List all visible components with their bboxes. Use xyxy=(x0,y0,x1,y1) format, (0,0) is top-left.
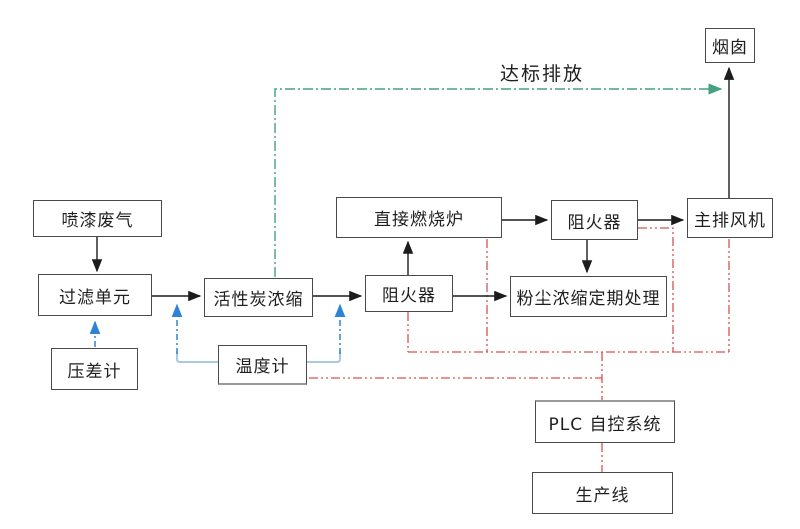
node-thermometer: 温度计 xyxy=(218,345,307,385)
node-pressure-gauge: 压差计 xyxy=(51,348,138,390)
node-paint-exhaust: 喷漆废气 xyxy=(33,200,162,237)
node-combustion-furnace: 直接燃烧炉 xyxy=(336,197,502,238)
compliant-emission-label: 达标排放 xyxy=(500,63,585,85)
node-chimney: 烟囱 xyxy=(705,28,755,63)
node-carbon-concentrator: 活性炭浓缩 xyxy=(204,278,313,317)
node-production-line: 生产线 xyxy=(532,472,673,514)
node-flame-arrester-upper: 阻火器 xyxy=(551,200,638,240)
node-main-exhaust-fan: 主排风机 xyxy=(687,198,773,238)
edge-compliant-emission xyxy=(274,83,723,277)
edge-arrester-upper-to-plc xyxy=(638,227,674,352)
edge-thermometer-left-run xyxy=(176,351,219,363)
node-filter-unit: 过滤单元 xyxy=(38,274,152,316)
node-flame-arrester-lower: 阻火器 xyxy=(365,275,453,312)
node-plc-system: PLC 自控系统 xyxy=(535,400,675,443)
node-dust-treatment: 粉尘浓缩定期处理 xyxy=(510,276,667,317)
edge-thermometer-right-run xyxy=(306,351,341,363)
